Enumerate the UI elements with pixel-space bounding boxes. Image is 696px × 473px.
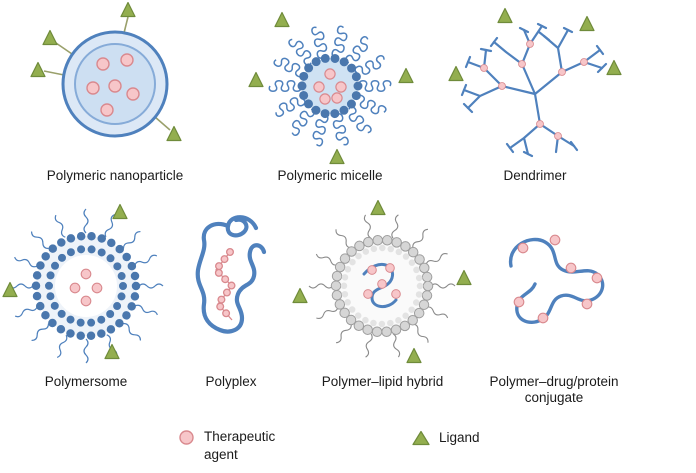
therapeutic-agent-icon: [536, 120, 544, 128]
lipid-bead-ring: [331, 235, 433, 337]
ligand-sticks: [43, 16, 171, 131]
row-bottom: Polymersome Polyplex: [0, 200, 633, 407]
panel-polymer-lipid-hybrid: Polymer–lipid hybrid: [290, 200, 475, 390]
dendrimer-graphic: [448, 7, 622, 158]
therapeutic-agent-icon: [335, 81, 347, 93]
ligand-icon: [248, 71, 264, 88]
polymeric-nanoparticle-graphic: [30, 2, 182, 142]
caption-polyplex: Polyplex: [205, 374, 257, 389]
micelle-bead-ring: [297, 53, 363, 119]
ligand-icon: [370, 200, 386, 216]
legend-item-ligand: Ligand: [412, 429, 480, 447]
caption-dendrimer: Dendrimer: [503, 168, 567, 183]
therapeutic-agent-icon: [565, 262, 577, 274]
ligand-icon: [398, 67, 414, 84]
ligand-icon: [606, 59, 622, 76]
ligand-icon: [30, 61, 46, 78]
legend-label-ligand: Ligand: [439, 430, 480, 445]
therapeutic-agent-icon: [377, 279, 387, 289]
therapeutic-agent-icon: [480, 64, 488, 72]
therapeutic-agent-icon: [498, 82, 506, 90]
caption-polymer-lipid-hybrid: Polymer–lipid hybrid: [321, 374, 444, 389]
outer-bead-ring: [31, 231, 141, 341]
therapeutic-agent-icon: [526, 40, 534, 48]
ligand-icon: [42, 29, 58, 46]
therapeutic-agent-icon: [518, 60, 526, 68]
caption-polymeric-nanoparticle: Polymeric nanoparticle: [46, 168, 184, 183]
ligand-icon: [406, 347, 422, 364]
therapeutic-agent-icon: [69, 282, 81, 294]
therapeutic-agent-icon: [558, 68, 566, 76]
ligand-icon: [274, 11, 290, 28]
ligand-icon: [497, 7, 513, 24]
therapeutic-agent-icon: [100, 103, 114, 117]
therapeutic-agent-icon: [108, 79, 122, 93]
ligand-icon: [579, 15, 595, 32]
row-top: Polymeric nanoparticle: [10, 2, 630, 184]
panel-polyplex: Polyplex: [172, 200, 290, 390]
therapeutic-agent-icon: [537, 312, 549, 324]
therapeutic-agent-icon: [179, 430, 194, 445]
therapeutic-agent-dots: [513, 234, 603, 324]
therapeutic-agent-icon: [319, 93, 331, 105]
polymer-lipid-hybrid-graphic: [292, 200, 472, 364]
ligand-icon: [120, 2, 136, 18]
caption-polymer-drug-protein-conjugate: Polymer–drug/protein conjugate: [489, 374, 619, 406]
polymeric-micelle-graphic: [248, 11, 414, 165]
caption-polymersome: Polymersome: [44, 374, 128, 389]
therapeutic-agent-icon: [120, 53, 134, 67]
panel-polymer-drug-protein-conjugate: Polymer–drug/protein conjugate: [475, 200, 633, 407]
therapeutic-agent-icon: [96, 57, 110, 71]
therapeutic-agent-icon: [591, 272, 603, 284]
therapeutic-agent-icon: [86, 81, 100, 95]
therapeutic-agent-icon: [91, 282, 103, 294]
panel-dendrimer: Dendrimer: [440, 2, 630, 184]
therapeutic-agent-icon: [385, 263, 395, 273]
panel-polymeric-micelle: Polymeric micelle: [220, 2, 440, 184]
therapeutic-agent-icon: [580, 58, 588, 66]
legend-item-therapeutic-agent: Therapeutic agent: [178, 428, 296, 463]
therapeutic-agent-icon: [391, 289, 401, 299]
ligand-icon: [456, 269, 472, 286]
therapeutic-agent-icon: [363, 289, 373, 299]
therapeutic-agent-icon: [80, 295, 92, 307]
therapeutic-agent-icon: [313, 81, 325, 93]
legend-label-therapeutic-agent: Therapeutic agent: [204, 429, 276, 462]
therapeutic-agent-icon: [331, 92, 343, 104]
panel-polymersome: Polymersome: [0, 200, 172, 390]
ligand-icon: [2, 281, 18, 298]
dendrimer-branches: [460, 22, 608, 158]
ligand-icon: [329, 148, 345, 165]
therapeutic-agent-icon: [549, 234, 561, 246]
therapeutic-agent-icon: [80, 268, 92, 280]
polymer-drug-protein-conjugate-graphic: [509, 234, 605, 325]
therapeutic-agent-icon: [126, 87, 140, 101]
lipid-tail-ring: [340, 244, 424, 328]
therapeutic-agent-icon: [554, 132, 562, 140]
ligand-icon: [412, 430, 430, 446]
caption-polymeric-micelle: Polymeric micelle: [277, 168, 383, 183]
lumen: [55, 255, 117, 317]
polymersome-graphic: [2, 203, 164, 364]
polyplex-graphic: [195, 215, 267, 334]
ligand-icon: [112, 203, 128, 220]
ligand-icon: [104, 343, 120, 360]
nucleic-acid-chain: [210, 248, 238, 324]
ligand-icon: [448, 65, 464, 82]
therapeutic-agent-icon: [324, 68, 336, 80]
ligand-icon: [292, 287, 308, 304]
polymer-chain: [195, 215, 267, 334]
polymer-chain: [509, 237, 605, 325]
inner-bead-ring: [45, 245, 127, 327]
therapeutic-agent-icon: [517, 242, 529, 254]
therapeutic-agent-icon: [581, 298, 593, 310]
therapeutic-agent-icon: [367, 265, 377, 275]
therapeutic-agent-icon: [513, 296, 525, 308]
panel-polymeric-nanoparticle: Polymeric nanoparticle: [10, 2, 220, 184]
